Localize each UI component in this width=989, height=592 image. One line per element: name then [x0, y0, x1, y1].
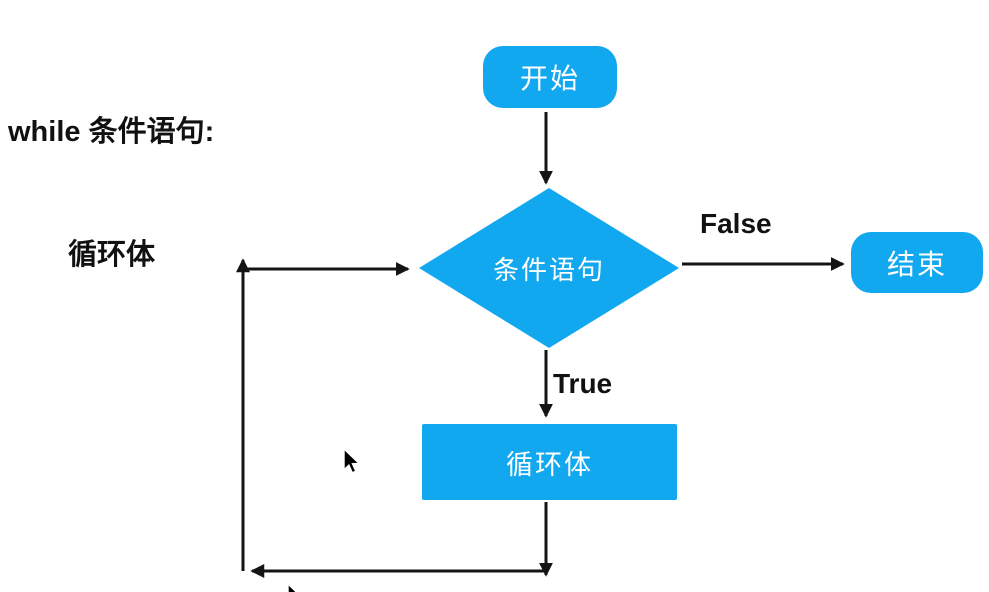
start-node-label: 开始 [519, 63, 580, 94]
condition-node-label: 条件语句 [492, 254, 605, 285]
loop-body-node-label: 循环体 [506, 449, 593, 480]
loop-body-node: 循环体 [422, 424, 677, 500]
start-node: 开始 [483, 46, 617, 108]
end-node-label: 结束 [886, 248, 947, 280]
code-annotation-line1: while 条件语句: [8, 116, 215, 148]
code-annotation-line2: 循环体 [68, 239, 156, 271]
end-node: 结束 [851, 232, 983, 293]
false-branch-label: False [700, 208, 772, 239]
true-branch-label: True [553, 368, 613, 399]
condition-node-label-wrap: 条件语句 [449, 253, 649, 285]
code-annotation: while 条件语句: 循环体 [8, 30, 214, 358]
condition-diamond-shape [419, 188, 679, 348]
